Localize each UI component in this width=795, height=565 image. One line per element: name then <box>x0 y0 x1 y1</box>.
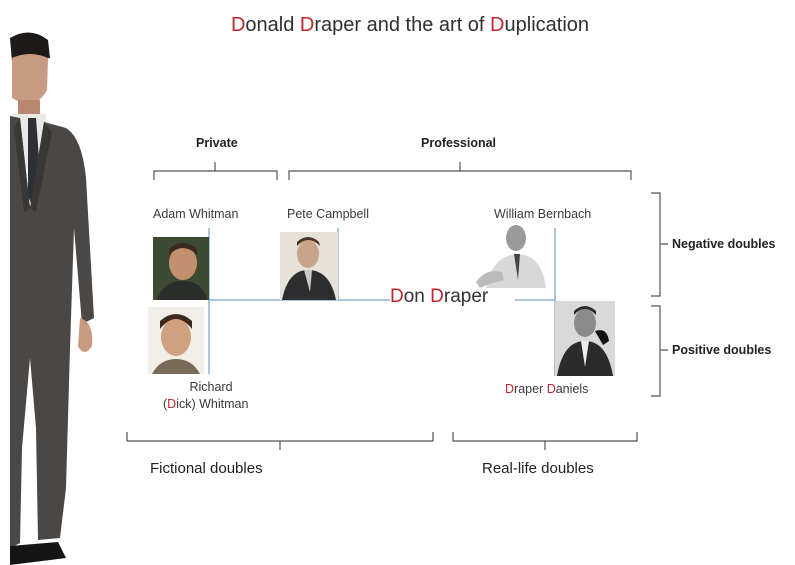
pete-campbell-photo <box>280 232 338 300</box>
private-bracket <box>153 162 278 180</box>
professional-bracket <box>288 162 632 180</box>
adam-whitman-label: Adam Whitman <box>153 207 239 221</box>
fictional-doubles-label: Fictional doubles <box>150 460 263 477</box>
real-life-bracket <box>452 432 638 450</box>
adam-whitman-photo <box>153 237 209 300</box>
professional-label: Professional <box>421 136 497 150</box>
negative-bracket <box>651 192 668 297</box>
private-label: Private <box>196 136 238 150</box>
richard-whitman-label-line1: Richard <box>189 380 233 394</box>
positive-bracket <box>651 305 668 397</box>
page-title: Donald Draper and the art of Duplication <box>230 14 590 36</box>
william-bernbach-label: William Bernbach <box>494 207 592 221</box>
draper-daniels-label: Draper Daniels <box>505 382 589 396</box>
pete-campbell-label: Pete Campbell <box>287 207 369 221</box>
don-draper-figure-image <box>10 32 94 565</box>
william-bernbach-photo <box>468 222 552 288</box>
richard-whitman-photo <box>148 307 204 374</box>
negative-doubles-label: Negative doubles <box>672 237 776 251</box>
fictional-bracket <box>126 432 434 450</box>
positive-doubles-label: Positive doubles <box>672 343 772 357</box>
don-draper-center-label: Don Draper <box>390 286 489 307</box>
richard-whitman-label-line2: (Dick) Whitman <box>163 397 249 411</box>
draper-daniels-photo <box>555 301 615 376</box>
real-life-doubles-label: Real-life doubles <box>482 460 594 477</box>
